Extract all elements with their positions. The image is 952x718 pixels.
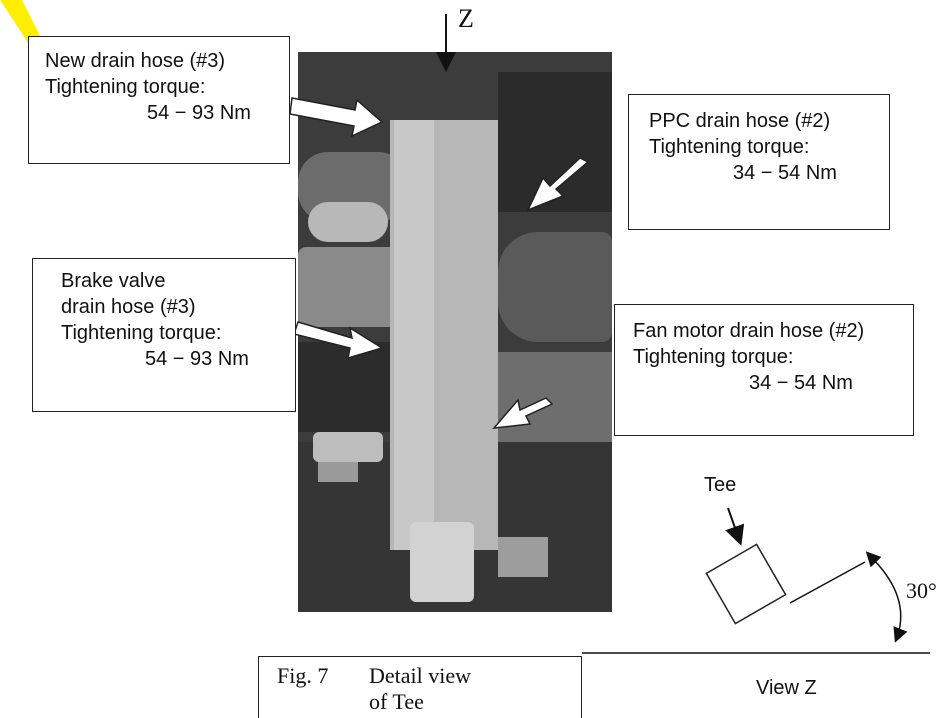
arrow-brake-drain (293, 321, 384, 360)
view-z-label: View Z (756, 677, 817, 699)
callout-title: PPC drain hose (#2) (649, 110, 831, 132)
tee-square (705, 543, 787, 625)
figure-caption: Fig. 7 Detail view of Tee (258, 656, 582, 718)
callout-subtitle: drain hose (#3) (61, 296, 196, 318)
callout-torque-label: Tightening torque: (633, 346, 794, 368)
figure-title-line1: Detail view (369, 663, 472, 688)
arrow-fan-drain (492, 397, 554, 429)
angle-label: 30° (906, 578, 937, 603)
callout-new-drain-hose: New drain hose (#3) Tightening torque: 5… (28, 36, 290, 164)
callout-ppc-drain-hose: PPC drain hose (#2) Tightening torque: 3… (628, 94, 890, 230)
callout-brake-valve-drain-hose: Brake valve drain hose (#3) Tightening t… (32, 258, 296, 412)
callout-torque-value: 34 − 54 Nm (749, 372, 853, 394)
callout-title: New drain hose (#3) (45, 50, 226, 72)
callout-torque-value: 34 − 54 Nm (733, 162, 837, 184)
callout-title: Brake valve (61, 270, 166, 292)
callout-torque-label: Tightening torque: (61, 322, 222, 344)
figure-title-line2: of Tee (369, 689, 424, 714)
callout-torque-label: Tightening torque: (649, 136, 810, 158)
angle-arc-arrow (865, 551, 908, 643)
figure-number: Fig. 7 (277, 663, 329, 688)
callout-arrows (289, 97, 590, 429)
view-z-indicator-label: Z (458, 4, 474, 33)
callout-torque-value: 54 − 93 Nm (145, 348, 249, 370)
arrow-ppc-drain (526, 157, 590, 212)
angle-reference-line (789, 561, 866, 604)
tee-pointer-arrow (725, 507, 745, 546)
callout-title: Fan motor drain hose (#2) (633, 320, 865, 342)
arrow-new-drain (289, 97, 384, 138)
tee-label: Tee (704, 474, 737, 496)
callout-torque-label: Tightening torque: (45, 76, 206, 98)
callout-torque-value: 54 − 93 Nm (147, 102, 251, 124)
callout-fan-motor-drain-hose: Fan motor drain hose (#2) Tightening tor… (614, 304, 914, 436)
